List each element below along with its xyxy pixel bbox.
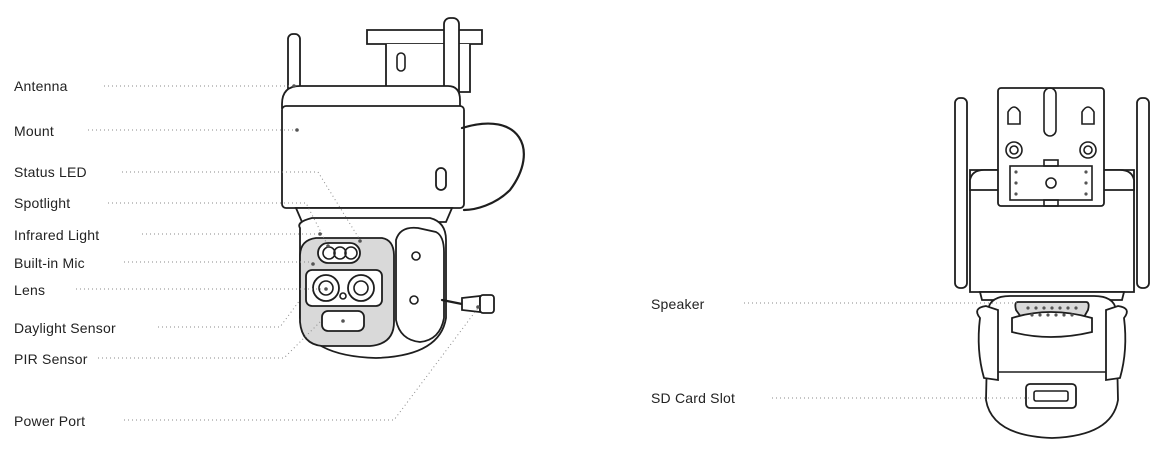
back-sd-card-slot	[1025, 383, 1077, 409]
front-side-panel	[395, 226, 445, 343]
front-wall-bracket	[366, 29, 483, 45]
label-speaker: Speaker	[651, 296, 705, 312]
front-mount-body	[281, 105, 465, 209]
label-antenna: Antenna	[14, 78, 68, 94]
label-lens: Lens	[14, 282, 46, 298]
label-spotlight: Spotlight	[14, 195, 71, 211]
front-lens-right	[347, 274, 375, 302]
back-camera	[744, 87, 1150, 439]
back-antenna-right	[1136, 97, 1150, 289]
front-mount-cap	[281, 85, 461, 109]
front-power-wire	[440, 298, 464, 306]
back-antenna-left	[954, 97, 968, 289]
label-mount: Mount	[14, 123, 54, 139]
label-sd-card-slot: SD Card Slot	[651, 390, 736, 406]
label-pir-sensor: PIR Sensor	[14, 351, 88, 367]
front-cable	[460, 122, 525, 212]
label-infrared-light: Infrared Light	[14, 227, 100, 243]
label-built-in-mic: Built-in Mic	[14, 255, 85, 271]
label-power-port: Power Port	[14, 413, 86, 429]
label-status-led: Status LED	[14, 164, 87, 180]
front-power-plug	[479, 294, 495, 314]
label-daylight-sensor: Daylight Sensor	[14, 320, 116, 336]
front-camera	[76, 17, 525, 421]
front-ir-cluster	[317, 242, 361, 264]
